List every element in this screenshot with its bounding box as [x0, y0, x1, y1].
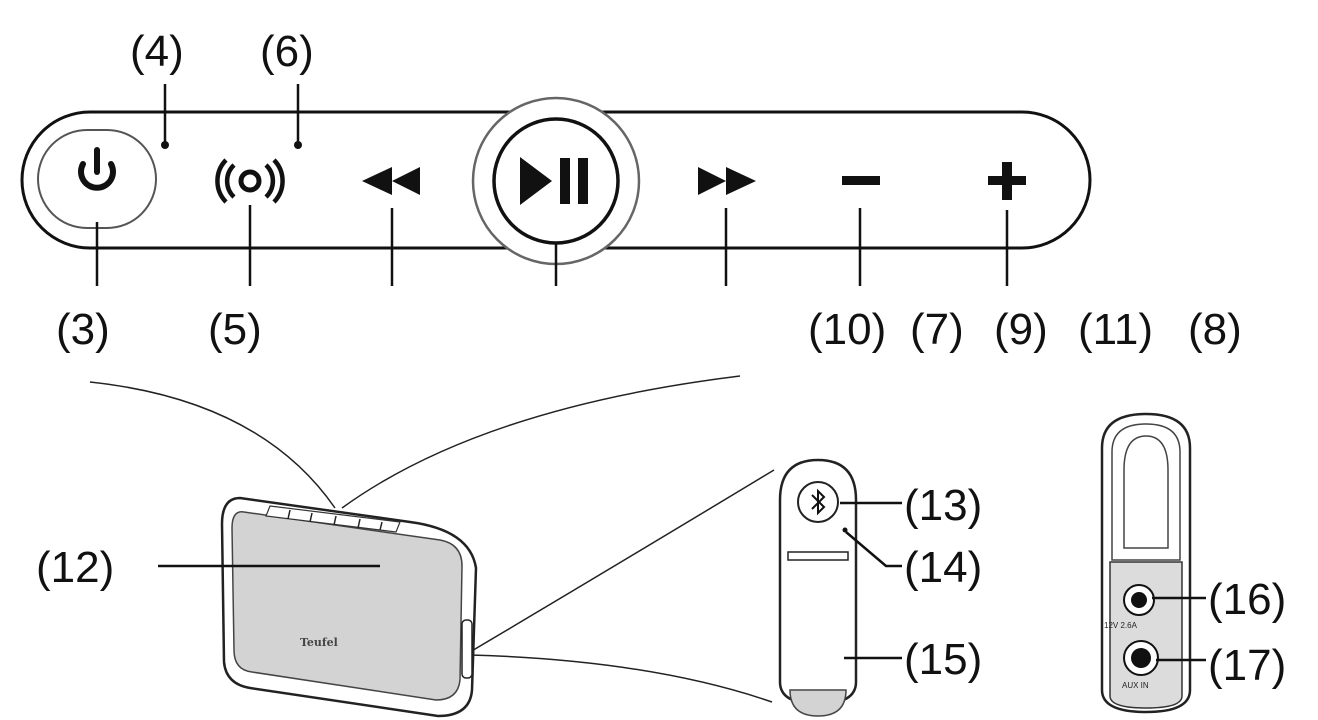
bluetooth-icon [811, 488, 826, 516]
top-leader-lines [95, 84, 1009, 286]
party-mode-icon [215, 158, 285, 204]
dc-power-port [1123, 584, 1155, 616]
power-button [37, 129, 157, 229]
callout-10: (10) [808, 305, 886, 354]
callout-17: (17) [1208, 641, 1286, 690]
callout-3: (3) [56, 305, 110, 354]
leader-14 [845, 531, 902, 568]
speaker-side-port [461, 619, 473, 679]
port-cover-detail: 12V 2.6A AUX IN [1100, 412, 1192, 714]
callout-11: (11) [1078, 305, 1153, 354]
callout-6: (6) [260, 27, 314, 76]
control-panel [20, 96, 1092, 266]
power-icon [78, 147, 116, 191]
speaker-body: Teufel [220, 496, 478, 718]
bluetooth-led [842, 527, 848, 533]
callout-8: (8) [1188, 305, 1242, 354]
power-led [161, 141, 169, 149]
play-pause-button [471, 96, 641, 266]
callout-4: (4) [130, 27, 184, 76]
party-led [294, 141, 302, 149]
fast-forward-icon [698, 167, 756, 195]
callout-5: (5) [208, 305, 262, 354]
side-panel-detail [778, 458, 858, 717]
callout-9: (9) [994, 305, 1048, 354]
callout-7: (7) [910, 305, 964, 354]
speaker-front-grille [231, 511, 463, 701]
volume-up-icon [988, 162, 1026, 200]
callout-13: (13) [904, 481, 982, 530]
zoom-lines [89, 375, 775, 703]
aux-in-label: AUX IN [1122, 681, 1149, 690]
callout-12: (12) [36, 543, 114, 592]
callout-16: (16) [1208, 575, 1286, 624]
callout-15: (15) [904, 635, 982, 684]
callout-14: (14) [904, 543, 982, 592]
play-pause-icon [520, 157, 588, 205]
volume-down-icon [842, 176, 880, 185]
aux-in-port [1123, 640, 1159, 676]
rewind-icon [362, 167, 420, 195]
bluetooth-button [797, 481, 839, 523]
dc-port-label: 12V 2.6A [1104, 621, 1138, 630]
speaker-logo: Teufel [300, 636, 338, 649]
